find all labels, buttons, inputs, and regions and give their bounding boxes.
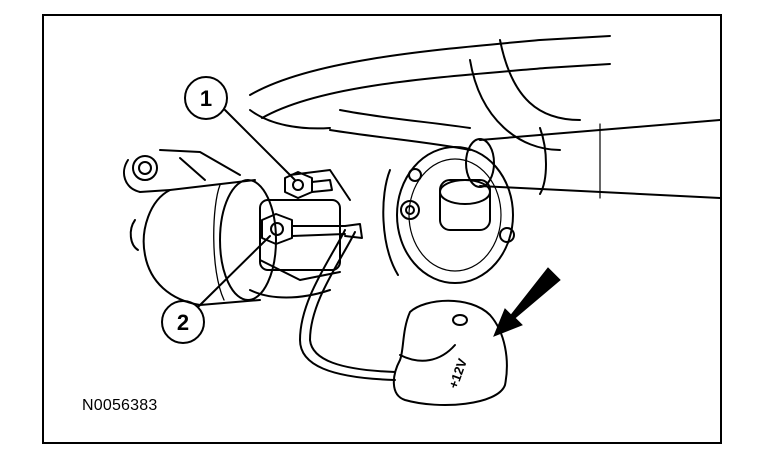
callout-2-number: 2 (177, 310, 189, 335)
terminal-boot (392, 299, 508, 406)
callout-1 (184, 76, 296, 181)
boot-12v-label: +12V (445, 356, 470, 390)
exhaust-pipe (465, 119, 721, 199)
terminal-2-nut (261, 213, 363, 245)
callout-2 (161, 235, 271, 344)
callout-1-number: 1 (200, 86, 212, 111)
boot-pointer-arrow (493, 267, 561, 337)
terminal-1-nut (284, 171, 333, 199)
battery-cable (299, 229, 396, 381)
starter-motor-body (123, 149, 277, 306)
mounting-flange (382, 146, 515, 284)
figure-id-label: N0056383 (82, 397, 158, 414)
